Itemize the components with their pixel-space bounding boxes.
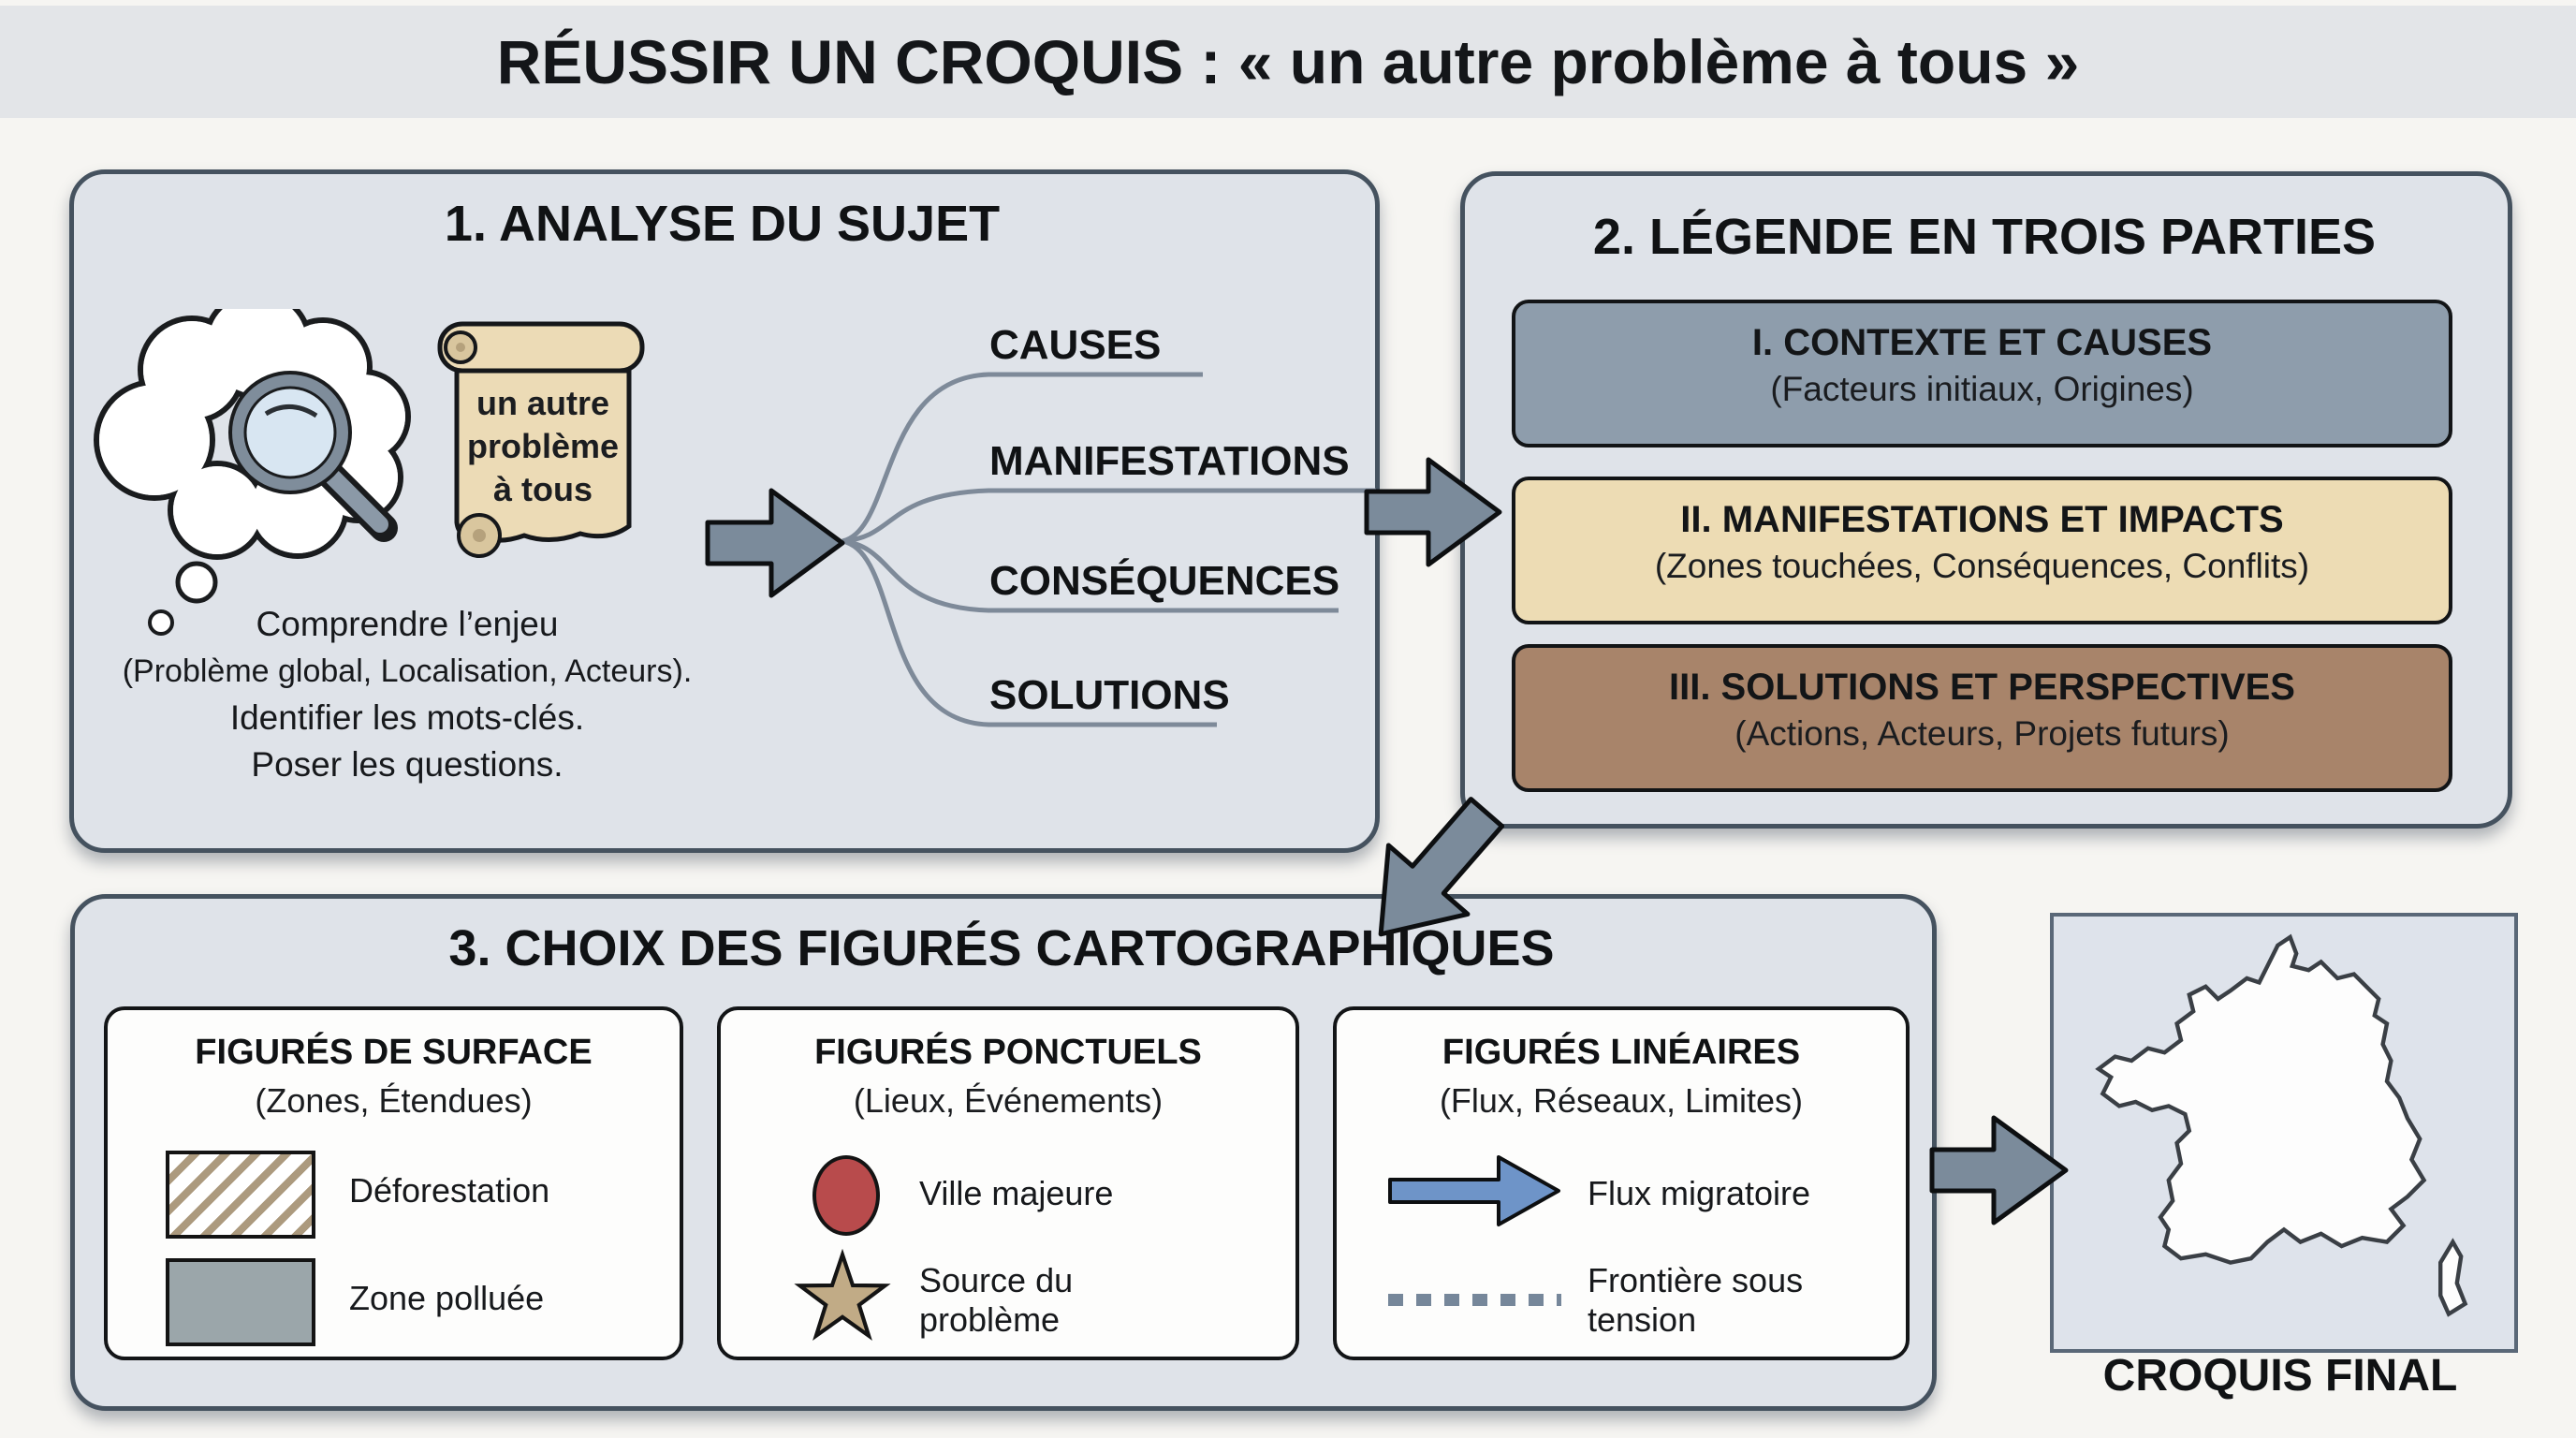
branch-label-solutions: SOLUTIONS bbox=[989, 672, 1230, 718]
branch-label-consequences: CONSÉQUENCES bbox=[989, 558, 1340, 604]
star-symbol bbox=[794, 1249, 891, 1342]
panel1-heading: 1. ANALYSE DU SUJET bbox=[444, 196, 1001, 252]
legend-section-contexte: I. CONTEXTE ET CAUSES (Facteurs initiaux… bbox=[1512, 300, 2452, 448]
item-label: Ville majeure bbox=[919, 1174, 1114, 1212]
figbox-surface: FIGURÉS DE SURFACE (Zones, Étendues) Déf… bbox=[104, 1006, 683, 1360]
city-circle-symbol bbox=[812, 1155, 880, 1236]
solid-area-symbol bbox=[166, 1258, 315, 1346]
magnifier-icon bbox=[228, 371, 398, 542]
item-label: Zone polluée bbox=[349, 1279, 545, 1317]
page-title: RÉUSSIR UN CROQUIS : « un autre problème… bbox=[496, 27, 2080, 96]
figbox-ponctuels: FIGURÉS PONCTUELS (Lieux, Événements) Vi… bbox=[717, 1006, 1299, 1360]
panel2-heading: 2. LÉGENDE EN TROIS PARTIES bbox=[1592, 209, 2377, 265]
legend-section-solutions: III. SOLUTIONS ET PERSPECTIVES (Actions,… bbox=[1512, 644, 2452, 792]
legend-section-manifestations: II. MANIFESTATIONS ET IMPACTS (Zones tou… bbox=[1512, 477, 2452, 624]
map-caption: CROQUIS FINAL bbox=[2102, 1351, 2458, 1401]
corsica-shape bbox=[2438, 1238, 2468, 1317]
flux-arrow-symbol bbox=[1388, 1155, 1560, 1226]
analysis-notes: Comprendre l’enjeu (Problème global, Loc… bbox=[122, 605, 693, 784]
panel3-heading: 3. CHOIX DES FIGURÉS CARTOGRAPHIQUES bbox=[448, 920, 1555, 976]
branch-label-causes: CAUSES bbox=[989, 322, 1162, 368]
france-map bbox=[2095, 933, 2468, 1317]
item-label: Flux migratoire bbox=[1588, 1174, 1811, 1212]
croquis-final-panel bbox=[2050, 913, 2518, 1353]
flow-arrow-panel3-to-map-icon bbox=[1929, 1115, 2069, 1225]
branch-label-manifestations: MANIFESTATIONS bbox=[989, 438, 1350, 484]
scroll-subject-text: un autre problème à tous bbox=[466, 384, 620, 508]
title-bar: RÉUSSIR UN CROQUIS : « un autre problème… bbox=[0, 6, 2576, 118]
hatched-area-symbol bbox=[166, 1151, 315, 1239]
item-label: Déforestation bbox=[349, 1171, 550, 1210]
thought-bubble-icon bbox=[94, 309, 411, 636]
scroll-icon bbox=[437, 321, 645, 558]
item-label: Source du problème bbox=[919, 1261, 1074, 1339]
figbox-lineaires: FIGURÉS LINÉAIRES (Flux, Réseaux, Limite… bbox=[1333, 1006, 1910, 1360]
thought-dot bbox=[175, 561, 218, 604]
item-label: Frontière sous tension bbox=[1588, 1261, 1804, 1339]
dotted-border-symbol bbox=[1388, 1294, 1561, 1306]
thought-dot bbox=[148, 609, 174, 636]
